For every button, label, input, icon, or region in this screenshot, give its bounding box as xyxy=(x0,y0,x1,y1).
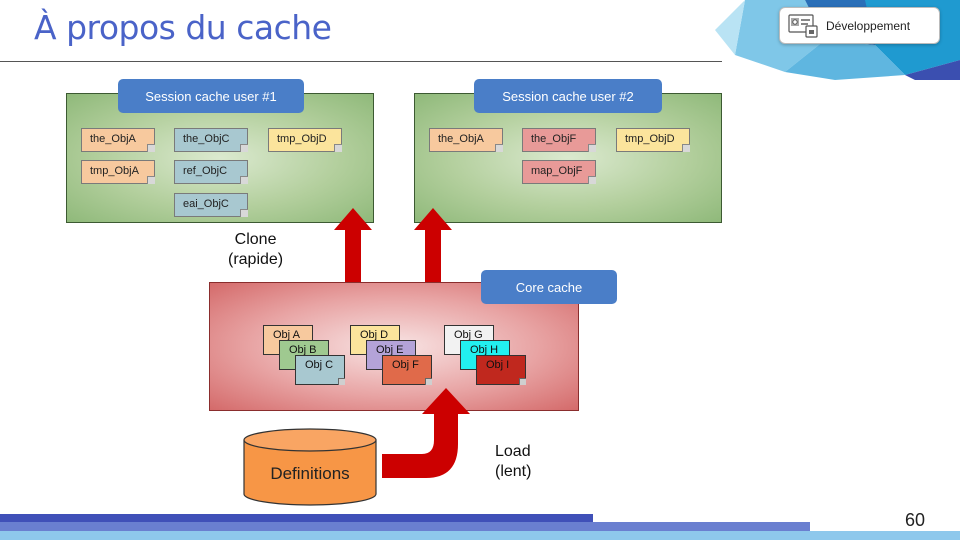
session2-object: the_ObjA xyxy=(429,128,503,152)
session1-object: the_ObjC xyxy=(174,128,248,152)
footer-bar-dark xyxy=(0,514,593,523)
page-number: 60 xyxy=(905,510,926,530)
slide-title: À propos du cache xyxy=(34,8,332,47)
session-cache-2-header: Session cache user #2 xyxy=(474,79,662,113)
clone-label-line1: Clone xyxy=(234,231,277,248)
definitions-label: Definitions xyxy=(270,464,350,483)
load-label-line2: (lent) xyxy=(495,463,532,480)
session2-object: tmp_ObjD xyxy=(616,128,690,152)
section-badge: Développement xyxy=(779,7,940,44)
load-label-line1: Load xyxy=(495,443,531,460)
core-cache-header: Core cache xyxy=(481,270,617,304)
clone-label: Clone (rapide) xyxy=(228,230,283,270)
clone-label-line2: (rapide) xyxy=(228,251,284,268)
core-object: Obj F xyxy=(382,355,432,385)
footer-bar-mid xyxy=(0,522,810,531)
load-label: Load (lent) xyxy=(495,442,531,482)
developer-tools-icon xyxy=(788,13,818,38)
definitions-database xyxy=(243,428,377,506)
footer-bar-light xyxy=(0,531,960,540)
badge-label: Développement xyxy=(826,18,911,33)
session-cache-1-header: Session cache user #1 xyxy=(118,79,304,113)
session1-object: ref_ObjC xyxy=(174,160,248,184)
session1-object: the_ObjA xyxy=(81,128,155,152)
session1-object: tmp_ObjA xyxy=(81,160,155,184)
clone-arrow-1 xyxy=(334,208,372,298)
session2-object: the_ObjF xyxy=(522,128,596,152)
core-object: Obj I xyxy=(476,355,526,385)
clone-arrow-2 xyxy=(414,208,452,298)
load-arrow xyxy=(382,388,470,478)
session1-object: tmp_ObjD xyxy=(268,128,342,152)
title-divider xyxy=(0,61,722,62)
session2-object: map_ObjF xyxy=(522,160,596,184)
core-object: Obj C xyxy=(295,355,345,385)
session1-object: eai_ObjC xyxy=(174,193,248,217)
